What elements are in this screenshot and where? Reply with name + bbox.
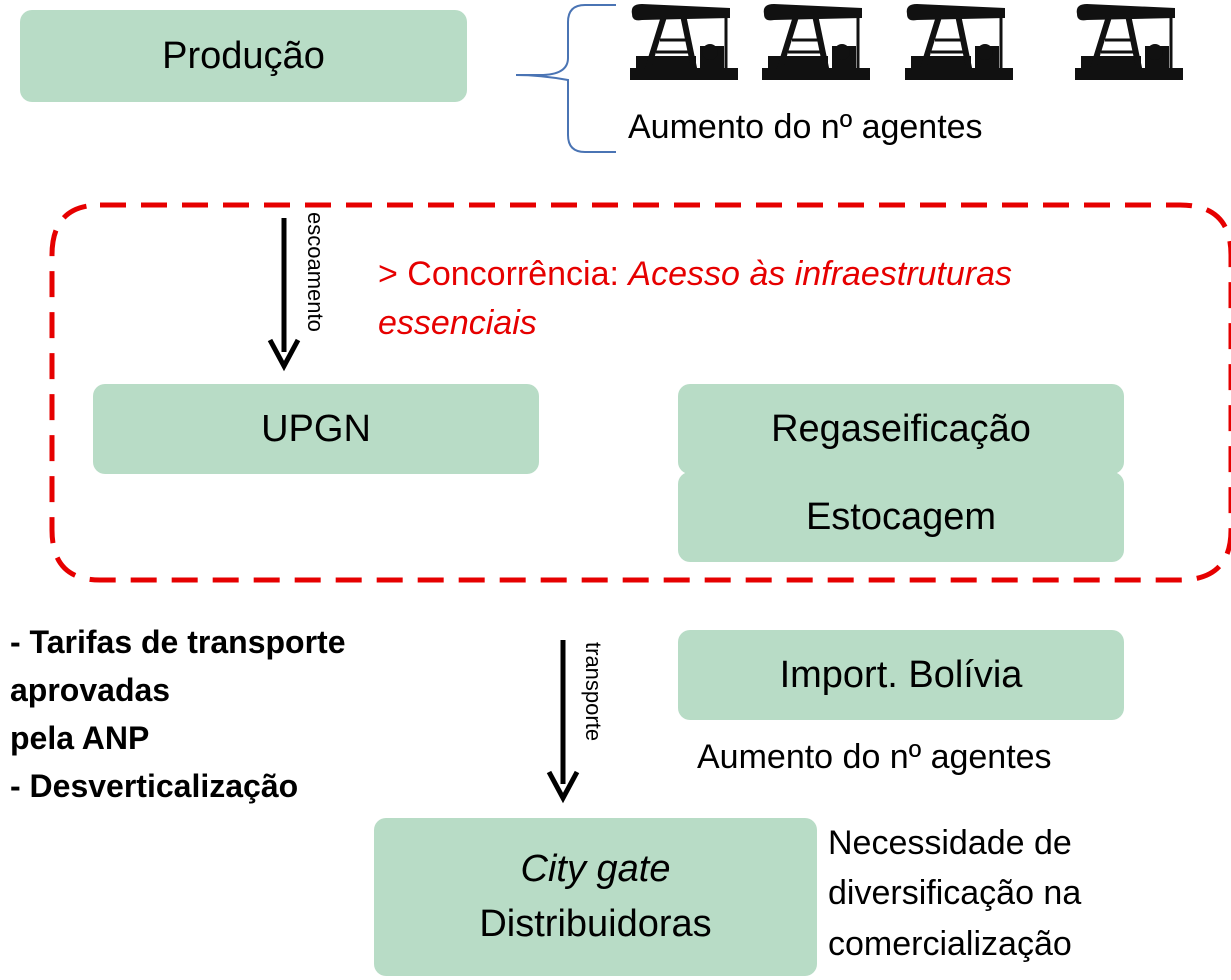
diversification-note: Necessidade de diversificação na comerci… — [828, 818, 1081, 969]
tariffs-line-4: - Desverticalização — [10, 768, 299, 804]
diversification-line-3: comercialização — [828, 924, 1072, 963]
estocagem-label: Estocagem — [805, 495, 997, 538]
tariffs-note: - Tarifas de transporte aprovadas pela A… — [10, 618, 345, 810]
upgn-label: UPGN — [261, 407, 371, 450]
diversification-line-1: Necessidade de — [828, 824, 1072, 862]
oil-pump-jack-icon — [630, 4, 738, 80]
arrow-escoamento — [267, 218, 301, 372]
competition-dashed-region — [49, 202, 1231, 583]
production-label: Produção — [162, 34, 325, 77]
oil-pump-jack-icon — [905, 4, 1013, 80]
agents-increase-bottom: Aumento do nº agentes — [697, 738, 1052, 776]
escoamento-label: escoamento — [303, 212, 328, 332]
regaseificacao-label: Regaseificação — [771, 407, 1031, 450]
oil-pump-jack-icon — [1075, 4, 1183, 80]
estocagem-box: Estocagem — [678, 472, 1124, 562]
curly-brace — [515, 4, 616, 153]
tariffs-line-2: aprovadas — [10, 672, 171, 708]
transporte-label: transporte — [581, 642, 606, 742]
distribuidoras-label: Distribuidoras — [479, 903, 712, 945]
import-bolivia-label: Import. Bolívia — [779, 653, 1023, 696]
city-gate-title: City gate — [520, 847, 671, 890]
city-gate-box: City gate Distribuidoras — [374, 818, 817, 976]
production-box: Produção — [20, 10, 467, 102]
diversification-line-2: diversificação na — [828, 874, 1082, 913]
oil-pump-jack-icon — [762, 4, 870, 80]
arrow-transporte — [546, 640, 580, 804]
competition-prefix: > Concorrência: — [378, 255, 629, 293]
regaseificacao-box: Regaseificação — [678, 384, 1124, 474]
tariffs-line-3: pela ANP — [10, 720, 150, 756]
tariffs-line-1: - Tarifas de transporte — [10, 624, 346, 660]
competition-italic: Acesso às infraestruturas essenciais — [378, 255, 1013, 343]
import-bolivia-box: Import. Bolívia — [678, 630, 1124, 720]
agents-increase-top: Aumento do nº agentes — [628, 108, 983, 146]
upgn-box: UPGN — [93, 384, 539, 474]
competition-note: > Concorrência: Acesso às infraestrutura… — [378, 250, 1118, 349]
